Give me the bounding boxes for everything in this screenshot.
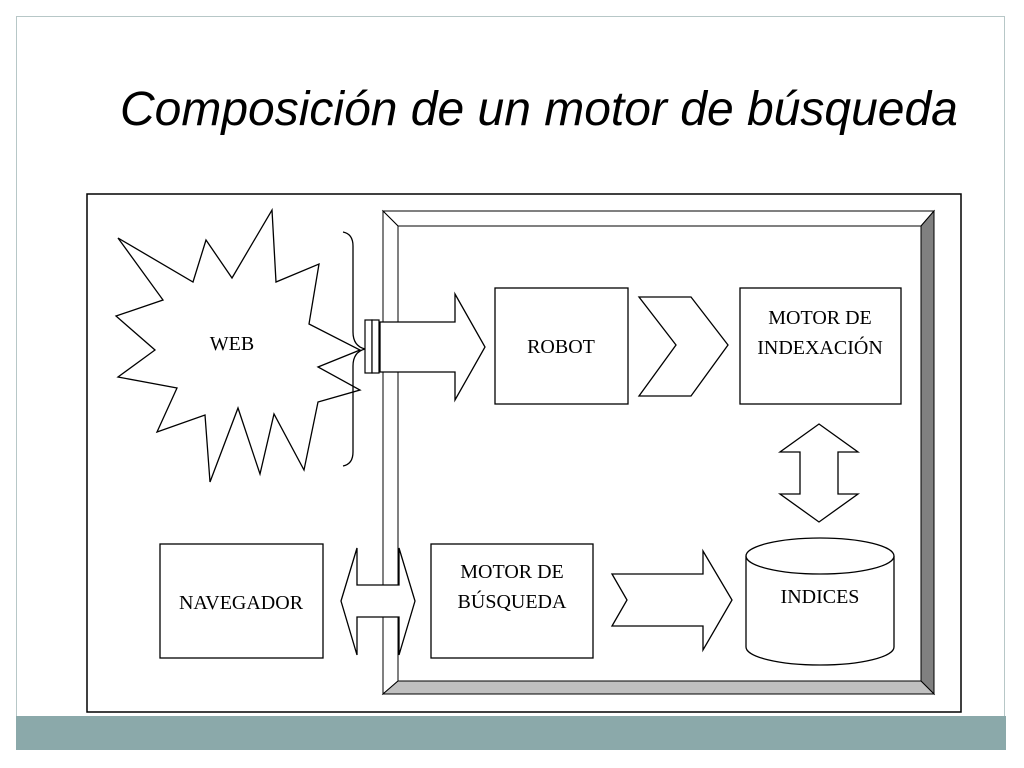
search-engine-label-line2: BÚSQUEDA <box>458 589 567 613</box>
arrow-indexer-indices <box>777 423 861 523</box>
indexer-box <box>739 287 902 405</box>
indices-label: INDICES <box>781 586 860 608</box>
web-label: WEB <box>210 333 254 355</box>
robot-box <box>494 287 629 405</box>
browser-label: NAVEGADOR <box>179 592 304 614</box>
indices-cylinder <box>745 537 895 666</box>
search-engine-label-line1: MOTOR DE <box>460 561 564 583</box>
arrow-browser-search <box>340 547 416 656</box>
footer-bar <box>16 716 1006 750</box>
arrow-search-to-indices <box>610 548 733 653</box>
chevron-robot-to-indexer <box>637 296 729 397</box>
arrow-web-to-robot <box>379 291 486 403</box>
browser-box <box>159 543 324 659</box>
slide-title: Composición de un motor de búsqueda <box>120 83 958 136</box>
indexer-label-line1: MOTOR DE <box>768 307 872 329</box>
web-connector <box>364 319 380 374</box>
search-engine-box <box>430 543 594 659</box>
web-starburst <box>114 207 362 483</box>
indexer-label-line2: INDEXACIÓN <box>757 335 883 359</box>
robot-label: ROBOT <box>527 336 595 358</box>
